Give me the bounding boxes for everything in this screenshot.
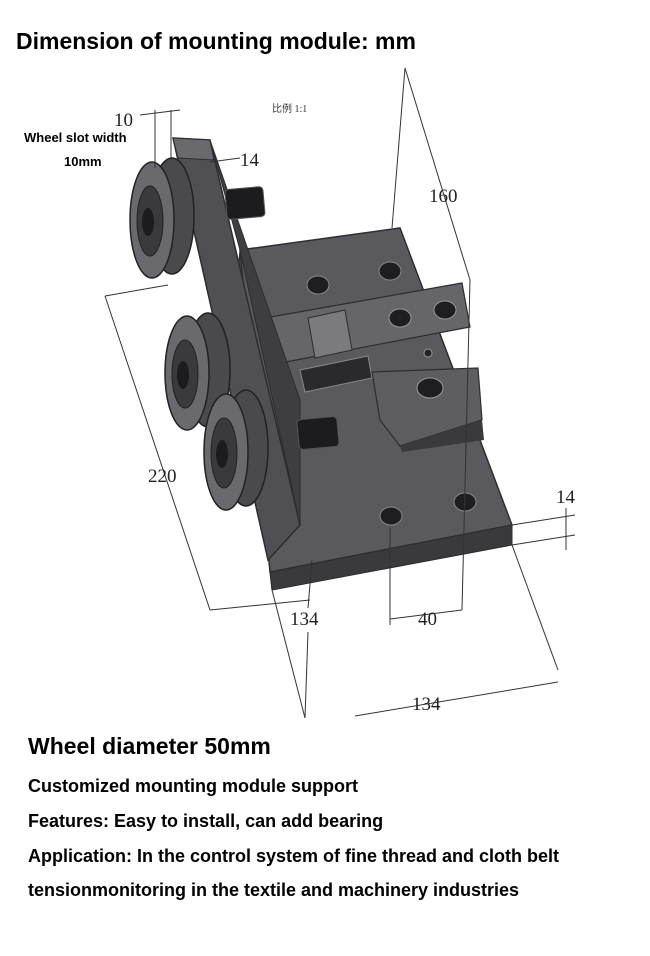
dim-40: 40 [418,609,437,630]
wheel-bottom [203,389,269,511]
dim-14-right: 14 [556,487,576,508]
base-holes [306,261,477,526]
description-line-3: Application: In the control system of fi… [28,846,560,866]
dim-160: 160 [429,186,458,207]
mounting-module-drawing: 比例 1:1 [24,67,576,719]
dim-134-bottom: 134 [412,694,441,715]
dim-14-top: 14 [240,150,260,171]
scale-note: 比例 1:1 [272,102,307,115]
description-line-4: tensionmonitoring in the textile and mac… [28,880,520,900]
wheels [129,157,269,511]
dim-134-left: 134 [290,609,319,630]
dimension-lines [104,67,576,719]
wheel-slot-value: 10mm [64,154,102,169]
wheel-slot-label: Wheel slot width [24,130,127,145]
page-title: Dimension of mounting module: mm [16,28,416,54]
dim-220: 220 [148,466,177,487]
dim-10: 10 [114,110,133,131]
wheel-diameter-heading: Wheel diameter 50mm [28,733,271,759]
description-line-2: Features: Easy to install, can add beari… [28,811,384,831]
description-line-1: Customized mounting module support [28,776,358,796]
wheel-top [129,157,195,279]
clamp-block [264,282,484,452]
shafts [224,186,340,450]
